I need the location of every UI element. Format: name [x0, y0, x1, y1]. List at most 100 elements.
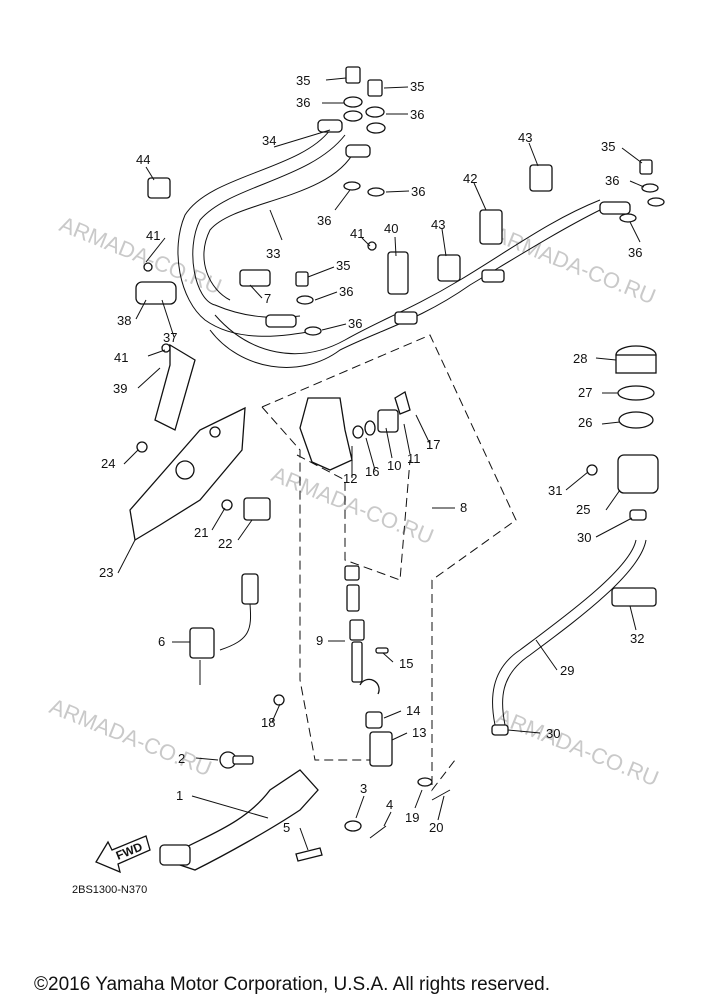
washer	[417, 777, 433, 787]
hose-fitting	[345, 144, 371, 158]
callout-18: 18	[261, 715, 275, 730]
callout-6: 6	[158, 634, 165, 649]
brake-pedal-assembly	[159, 694, 451, 871]
washer	[367, 187, 385, 197]
callout-25: 25	[576, 502, 590, 517]
bolt	[221, 499, 233, 511]
callout-29: 29	[560, 663, 574, 678]
washer	[647, 197, 665, 207]
callout-21: 21	[194, 525, 208, 540]
hose-guide	[239, 269, 271, 287]
assembly-outlines	[261, 334, 517, 792]
washer	[296, 295, 314, 305]
callout-36f: 36	[628, 245, 642, 260]
callout-17: 17	[426, 437, 440, 452]
clamps	[135, 164, 553, 431]
banjo-bolt	[367, 79, 383, 97]
brake-pedal	[163, 769, 319, 871]
callout-44: 44	[136, 152, 150, 167]
callout-43b: 43	[431, 217, 445, 232]
bracket	[243, 497, 271, 521]
callout-35d: 35	[336, 258, 350, 273]
callout-1: 1	[176, 788, 183, 803]
seal	[364, 420, 376, 436]
callout-11: 11	[407, 451, 421, 466]
callout-5: 5	[283, 820, 290, 835]
hose-clamp	[437, 254, 461, 282]
callout-35a: 35	[296, 73, 310, 88]
guard-hole	[175, 460, 195, 480]
circlip	[359, 678, 380, 695]
return-spring	[295, 847, 323, 862]
callout-35b: 35	[410, 79, 424, 94]
screw	[143, 262, 153, 272]
bolt	[586, 464, 598, 476]
hose-clamp	[147, 177, 171, 199]
callout-14: 14	[406, 703, 420, 718]
callout-37: 37	[163, 330, 177, 345]
hose-clip	[491, 724, 509, 736]
leader-lines	[117, 77, 645, 851]
washer	[343, 110, 363, 122]
forward-arrow: FWD	[95, 835, 151, 874]
diagram-code: 2BS1300-N370	[72, 884, 147, 896]
master-cylinder-assembly	[299, 391, 411, 767]
washer	[343, 181, 361, 191]
callout-16: 16	[365, 464, 379, 479]
washer	[344, 820, 362, 832]
hose-holder	[387, 251, 409, 295]
callout-31: 31	[548, 483, 562, 498]
callout-28: 28	[573, 351, 587, 366]
callout-43a: 43	[518, 130, 532, 145]
pin	[273, 694, 285, 706]
banjo-bolt	[295, 271, 309, 287]
seal	[352, 425, 364, 439]
spring-seat	[349, 619, 365, 641]
washer	[304, 326, 322, 336]
callout-9: 9	[316, 633, 323, 648]
washer	[619, 213, 637, 223]
callout-36c: 36	[411, 184, 425, 199]
callout-7: 7	[264, 291, 271, 306]
callout-36h: 36	[348, 316, 362, 331]
reservoir-assembly	[491, 345, 659, 736]
hose-sleeve	[481, 269, 505, 283]
pin	[375, 647, 389, 654]
callout-36b: 36	[410, 107, 424, 122]
callout-36a: 36	[296, 95, 310, 110]
callout-3: 3	[360, 781, 367, 796]
callout-41b: 41	[350, 226, 364, 241]
hose-fitting	[599, 201, 631, 215]
push-rod	[351, 641, 363, 683]
callout-32: 32	[630, 631, 644, 646]
hose-fitting	[317, 119, 343, 133]
callout-36g: 36	[339, 284, 353, 299]
callout-41c: 41	[114, 350, 128, 365]
callout-10: 10	[387, 458, 401, 473]
callout-26: 26	[578, 415, 592, 430]
reservoir-bracket	[611, 587, 657, 607]
banjo-bolt	[639, 159, 653, 175]
callout-23: 23	[99, 565, 113, 580]
brake-switch	[189, 627, 215, 659]
callout-36d: 36	[317, 213, 331, 228]
callout-15: 15	[399, 656, 413, 671]
callout-19: 19	[405, 810, 419, 825]
guard-hole	[209, 426, 221, 438]
callout-2: 2	[178, 751, 185, 766]
cap-holder	[617, 385, 655, 401]
callout-27: 27	[578, 385, 592, 400]
hose-holder	[479, 209, 503, 245]
callout-35c: 35	[601, 139, 615, 154]
callout-20: 20	[429, 820, 443, 835]
piston	[344, 565, 360, 581]
master-cylinder	[299, 397, 353, 471]
pivot-bolt	[232, 755, 254, 765]
banjo-bolt	[345, 66, 361, 84]
callouts: 1 2 3 4 5 6 7 8 9 10 11 12 13 14 15 16 1…	[99, 73, 644, 835]
callout-12: 12	[343, 471, 357, 486]
callout-13: 13	[412, 725, 426, 740]
brake-switch-lead	[241, 573, 259, 605]
callout-33: 33	[266, 246, 280, 261]
copyright-notice: ©2016 Yamaha Motor Corporation, U.S.A. A…	[34, 974, 550, 995]
